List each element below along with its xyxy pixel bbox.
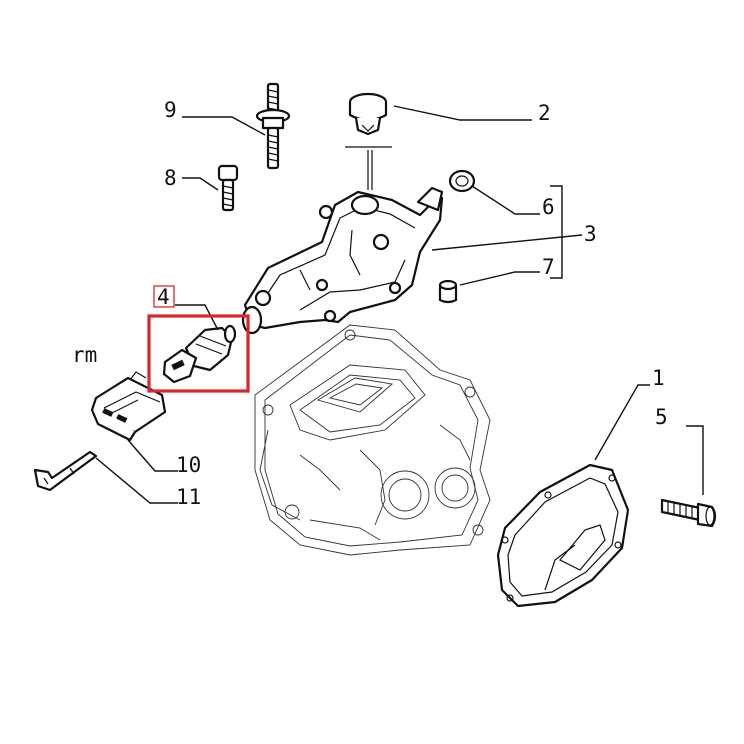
callout-5: 5	[655, 405, 668, 429]
callout-4: 4	[157, 285, 170, 309]
top-cover	[241, 186, 444, 335]
callout-2: 2	[538, 101, 551, 125]
dowel-sleeve	[438, 279, 458, 304]
callout-6: 6	[542, 195, 555, 219]
callout-8: 8	[164, 166, 177, 190]
leader-lines	[95, 105, 704, 504]
highlight-frame	[147, 314, 250, 393]
rm-annotation: rm	[72, 343, 97, 367]
side-cover	[496, 463, 630, 608]
cover-bolt	[660, 498, 717, 528]
connector-plug	[90, 371, 167, 442]
callout-4-box	[153, 285, 175, 308]
callout-3: 3	[584, 222, 597, 246]
callout-11: 11	[176, 485, 201, 509]
callout-7: 7	[542, 255, 555, 279]
stud-bolt	[255, 82, 291, 170]
callout-1: 1	[652, 366, 665, 390]
callout-10: 10	[176, 453, 201, 477]
seal-ring	[448, 169, 476, 193]
terminal-pin	[33, 450, 98, 492]
gearbox-housing	[254, 324, 491, 556]
sensor-switch	[162, 324, 237, 384]
cap-plug	[345, 92, 392, 190]
callout-9: 9	[164, 98, 177, 122]
bolt-short	[217, 164, 239, 212]
